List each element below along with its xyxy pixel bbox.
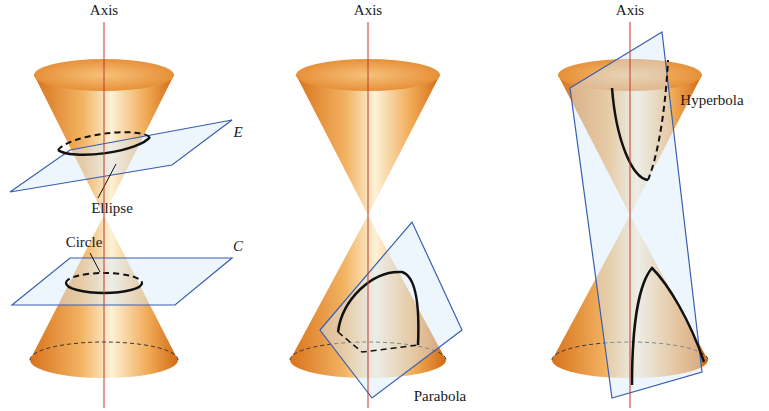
double-cone xyxy=(290,22,462,408)
curve-label: Ellipse xyxy=(91,200,133,217)
double-cone xyxy=(10,22,232,408)
parabola-curve xyxy=(338,272,418,345)
cutting-plane xyxy=(570,32,702,398)
axis-label: Axis xyxy=(90,2,118,19)
axis-label: Axis xyxy=(616,2,644,19)
axis-line xyxy=(368,22,369,408)
axis-line xyxy=(630,22,631,408)
plane-label: E xyxy=(233,124,242,141)
cutting-plane xyxy=(320,222,462,398)
cutting-plane xyxy=(12,258,232,305)
cutting-plane xyxy=(10,120,232,192)
curve-label: Circle xyxy=(66,234,103,251)
double-cone xyxy=(552,22,708,408)
curve-label: Hyperbola xyxy=(680,92,743,109)
leader-line xyxy=(90,253,100,272)
curve-label: Parabola xyxy=(414,388,466,405)
hyperbola-branch xyxy=(632,268,704,385)
leader-line xyxy=(98,164,116,198)
plane-label: C xyxy=(233,238,243,255)
hyperbola-branch-back xyxy=(648,60,668,180)
axis-label: Axis xyxy=(354,2,382,19)
parabola-chord xyxy=(338,332,418,352)
